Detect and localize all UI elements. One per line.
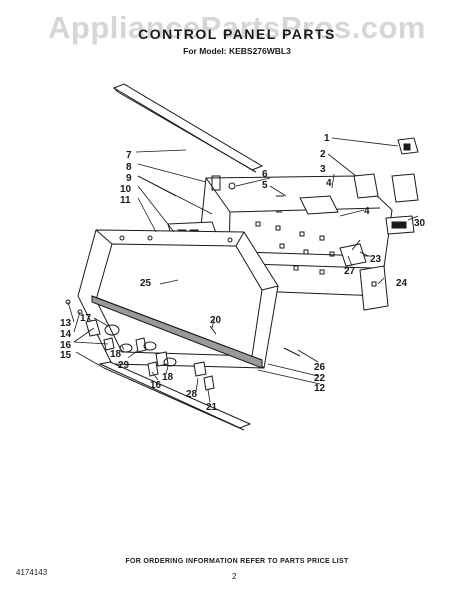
callout-30: 30 bbox=[414, 218, 426, 229]
keypad-strip bbox=[91, 295, 263, 369]
right-side-parts bbox=[339, 137, 419, 311]
top-trim-strip bbox=[112, 83, 264, 173]
callout-4: 4 bbox=[326, 178, 332, 189]
callout-13: 13 bbox=[60, 318, 72, 329]
callout-8: 8 bbox=[126, 162, 132, 173]
callout-2: 2 bbox=[320, 149, 326, 160]
callout-5: 5 bbox=[262, 180, 268, 191]
callout-18b: 18 bbox=[162, 372, 174, 383]
callout-3: 3 bbox=[320, 164, 326, 175]
callout-1: 1 bbox=[324, 133, 330, 144]
fasteners bbox=[65, 182, 284, 315]
callout-25: 25 bbox=[140, 278, 152, 289]
callout-leaders bbox=[67, 137, 419, 403]
callout-6: 6 bbox=[262, 169, 268, 180]
callout-23: 23 bbox=[370, 254, 382, 265]
callout-4b: 4 bbox=[364, 206, 370, 217]
page-number: 2 bbox=[232, 572, 237, 581]
callout-7: 7 bbox=[126, 150, 132, 161]
callout-24: 24 bbox=[396, 278, 408, 289]
bottom-trim-strip bbox=[98, 361, 252, 431]
callout-labels: 1 2 3 4 5 6 7 8 9 10 11 4 30 23 27 24 25… bbox=[60, 133, 426, 413]
model-subtitle: For Model: KEBS276WBL3 bbox=[183, 46, 291, 56]
callout-21: 21 bbox=[206, 402, 218, 413]
callout-16: 16 bbox=[60, 340, 72, 351]
callout-20: 20 bbox=[210, 315, 222, 326]
callout-10: 10 bbox=[120, 184, 132, 195]
callout-26: 26 bbox=[314, 362, 326, 373]
control-panel-frame bbox=[77, 229, 279, 369]
callout-27: 27 bbox=[344, 266, 356, 277]
document-number: 4174143 bbox=[16, 568, 48, 577]
callout-18: 18 bbox=[110, 349, 122, 360]
callout-28: 28 bbox=[186, 389, 198, 400]
ordering-note: FOR ORDERING INFORMATION REFER TO PARTS … bbox=[125, 558, 349, 565]
knobs-and-switches bbox=[85, 319, 301, 391]
watermark: AppliancePartsPros.com bbox=[48, 10, 426, 45]
callout-22: 22 bbox=[314, 373, 326, 384]
callout-14: 14 bbox=[60, 329, 72, 340]
callout-29: 29 bbox=[118, 360, 130, 371]
page-title: CONTROL PANEL PARTS bbox=[138, 26, 336, 42]
callout-9: 9 bbox=[126, 173, 132, 184]
callout-11: 11 bbox=[120, 195, 131, 206]
callout-16b: 16 bbox=[150, 380, 162, 391]
callout-12: 12 bbox=[314, 383, 326, 394]
callout-17: 17 bbox=[80, 313, 92, 324]
callout-15: 15 bbox=[60, 350, 72, 361]
